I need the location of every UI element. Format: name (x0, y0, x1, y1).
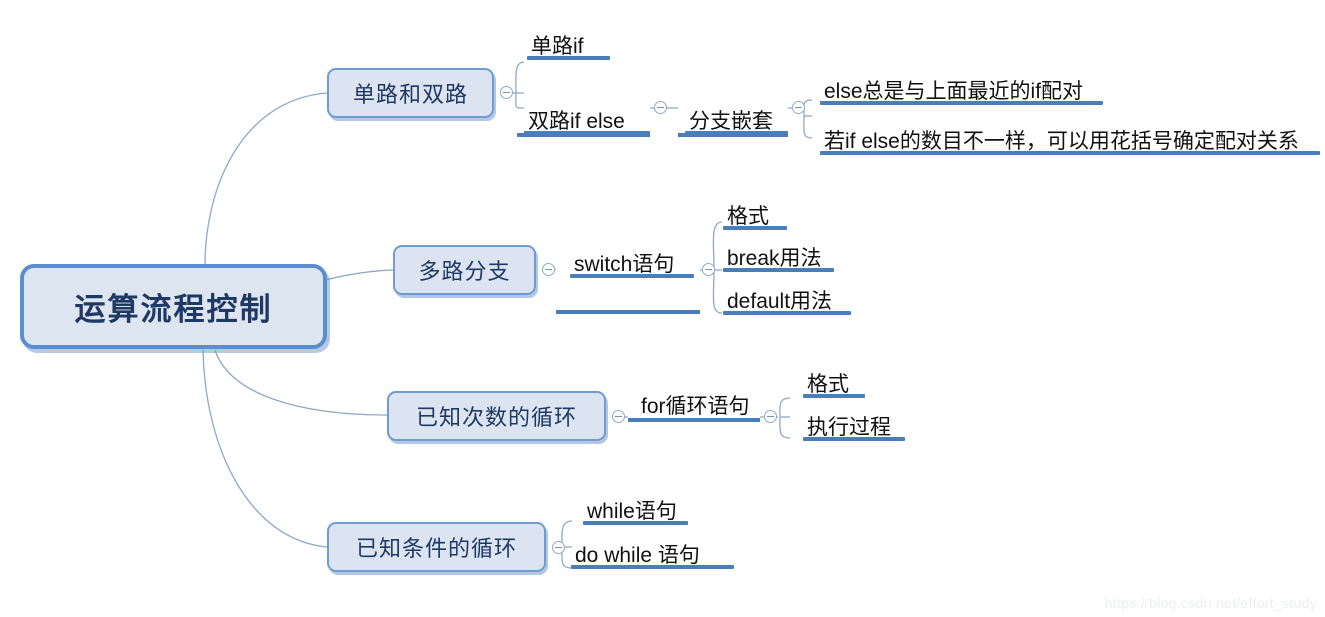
node-for-xunhuan-yuju[interactable]: for循环语句 (637, 383, 761, 420)
leaf-node-danlu-if[interactable]: 单路if (527, 24, 610, 60)
node-label: for循环语句 (641, 394, 750, 418)
leaf-node-label: 格式 (807, 372, 849, 396)
leaf-node-zhixing-guocheng[interactable]: 执行过程 (803, 403, 905, 441)
leaf-node-switch-geshi[interactable]: 格式 (723, 192, 787, 230)
toggle-danlu-shuanglu[interactable] (500, 86, 513, 99)
leaf-node-for-geshi[interactable]: 格式 (803, 360, 865, 398)
branch-node-label: 单路和双路 (352, 82, 468, 107)
leaf-node-label: default用法 (727, 289, 833, 313)
branch-node-yizhi-cishu-xunhuan[interactable]: 已知次数的循环 (387, 391, 606, 441)
branch-node-duolu-fenzhi[interactable]: 多路分支 (393, 245, 536, 295)
leaf-node-label: 若if else的数目不一样，可以用花括号确定配对关系 (824, 129, 1299, 153)
toggle-yizhi-cishu-xunhuan[interactable] (612, 410, 625, 423)
toggle-fenzhi-qiantao[interactable] (792, 101, 805, 114)
leaf-node-label: 单路if (531, 34, 584, 58)
toggle-duolu-fenzhi[interactable] (542, 263, 555, 276)
branch-node-label: 多路分支 (418, 259, 511, 284)
leaf-node-while-yuju[interactable]: while语句 (583, 487, 688, 525)
leaf-node-label: while语句 (587, 499, 677, 523)
toggle-shuanglu-if-else[interactable] (654, 101, 667, 114)
leaf-node-label: 格式 (727, 204, 769, 228)
node-switch-yuju[interactable]: switch语句 (570, 238, 694, 278)
branch-node-yizhi-tiaojian-xunhuan[interactable]: 已知条件的循环 (327, 522, 546, 572)
leaf-node-label: do while 语句 (575, 543, 700, 567)
node-label: switch语句 (574, 252, 675, 276)
toggle-switch-yuju[interactable] (702, 263, 715, 276)
branch-node-label: 已知条件的循环 (355, 536, 517, 561)
node-fenzhi-qiantao[interactable]: 分支嵌套 (685, 92, 788, 135)
leaf-node-brace-pairing[interactable]: 若if else的数目不一样，可以用花括号确定配对关系 (820, 117, 1320, 155)
leaf-node-break-yongfa[interactable]: break用法 (723, 234, 834, 272)
node-shuanglu-if-else[interactable]: 双路if else (524, 92, 650, 135)
leaf-node-label: else总是与上面最近的if配对 (824, 79, 1084, 103)
node-label: 双路if else (528, 109, 625, 133)
leaf-node-default-yongfa[interactable]: default用法 (723, 277, 851, 315)
leaf-node-label: 执行过程 (807, 415, 891, 439)
branch-node-label: 已知次数的循环 (415, 405, 577, 430)
leaf-node-else-pairing[interactable]: else总是与上面最近的if配对 (820, 67, 1103, 105)
toggle-yizhi-tiaojian-xunhuan[interactable] (552, 541, 565, 554)
root-node-label: 运算流程控制 (74, 292, 273, 327)
watermark: https://blog.csdn.net/effort_study (1104, 595, 1317, 611)
branch-node-danlu-shuanglu[interactable]: 单路和双路 (327, 68, 494, 118)
root-node[interactable]: 运算流程控制 (20, 264, 327, 349)
leaf-node-label: break用法 (727, 246, 822, 270)
leaf-node-do-while-yuju[interactable]: do while 语句 (571, 531, 734, 569)
toggle-for-xunhuan-yuju[interactable] (764, 410, 777, 423)
node-label: 分支嵌套 (689, 109, 773, 133)
